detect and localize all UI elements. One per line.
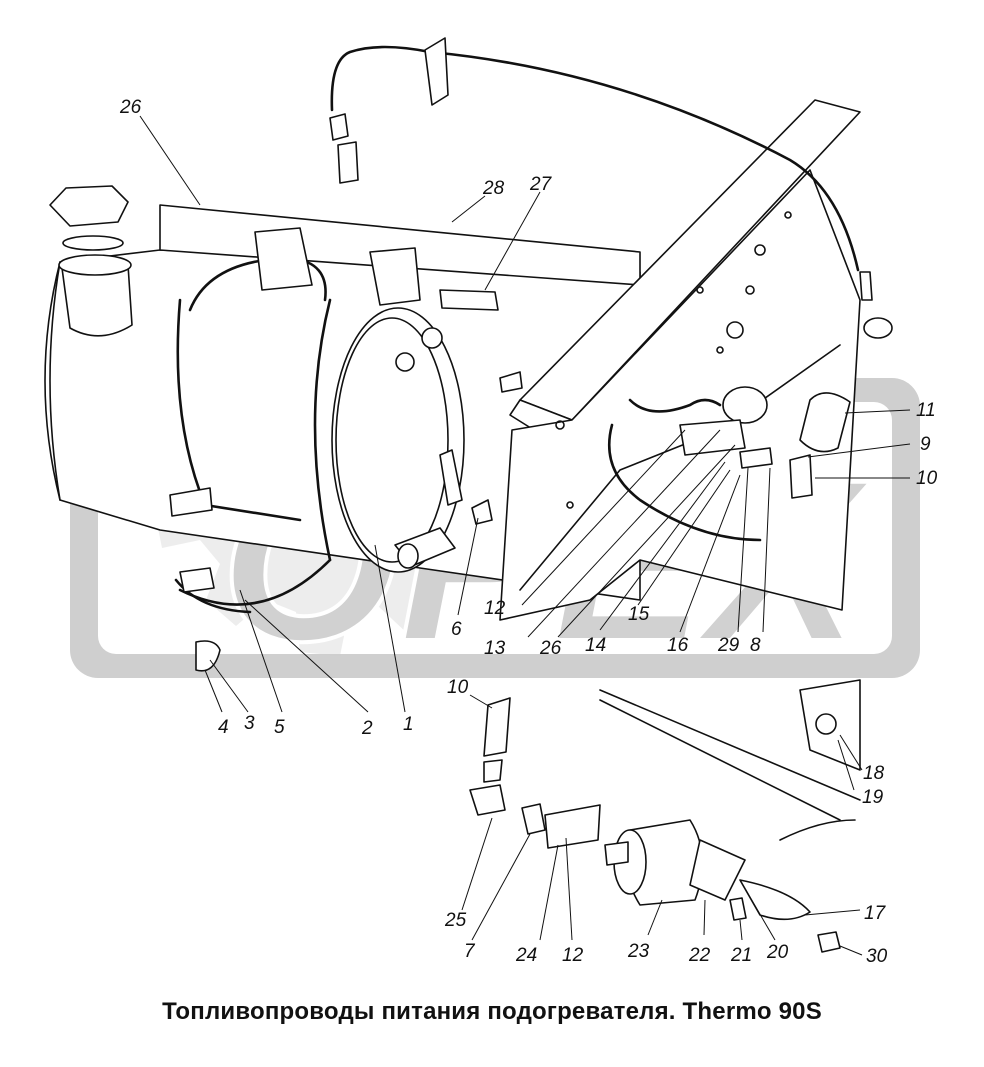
callout-label: 22 (688, 945, 711, 966)
callout-label: 13 (484, 638, 506, 659)
callout-label: 12 (484, 598, 506, 619)
callout-label: 11 (916, 400, 936, 421)
callout-label: 14 (585, 635, 606, 656)
callout-label: 7 (464, 941, 476, 962)
fuel-filter-assembly (179, 567, 861, 953)
fuel-lines (330, 45, 861, 841)
callout-numbers: 26 28 27 11 9 10 12 13 26 14 15 16 29 8 … (119, 97, 938, 967)
callout-label: 29 (717, 635, 740, 656)
callout-label: 10 (916, 468, 938, 489)
fuel-tank (44, 185, 641, 614)
callout-label: 5 (274, 717, 285, 738)
callout-label: 20 (766, 942, 789, 963)
small-parts-upper (329, 37, 893, 525)
frame-rail (499, 99, 861, 621)
callout-label: 4 (218, 717, 229, 738)
leader-lines (139, 115, 911, 956)
callout-label: 23 (627, 941, 650, 962)
callout-label: 27 (529, 174, 553, 195)
callout-label: 1 (403, 714, 414, 735)
callout-label: 25 (444, 910, 467, 931)
callout-label: 8 (750, 635, 761, 656)
callout-label: 26 (539, 638, 562, 659)
callout-label: 16 (667, 635, 689, 656)
callout-label: 19 (862, 787, 884, 808)
callout-label: 15 (628, 604, 650, 625)
callout-label: 30 (866, 946, 888, 967)
callout-label: 12 (562, 945, 584, 966)
callout-label: 21 (730, 945, 752, 966)
callout-label: 28 (482, 178, 505, 199)
callout-label: 26 (119, 97, 142, 118)
callout-label: 10 (447, 677, 469, 698)
diagram-caption: Топливопроводы питания подогревателя. Th… (162, 998, 822, 1025)
callout-label: 9 (920, 434, 931, 455)
callout-label: 3 (244, 713, 255, 734)
callout-label: 24 (515, 945, 537, 966)
callout-label: 17 (864, 903, 887, 924)
callout-label: 6 (451, 619, 462, 640)
callout-label: 18 (863, 763, 885, 784)
callout-label: 2 (361, 718, 373, 739)
